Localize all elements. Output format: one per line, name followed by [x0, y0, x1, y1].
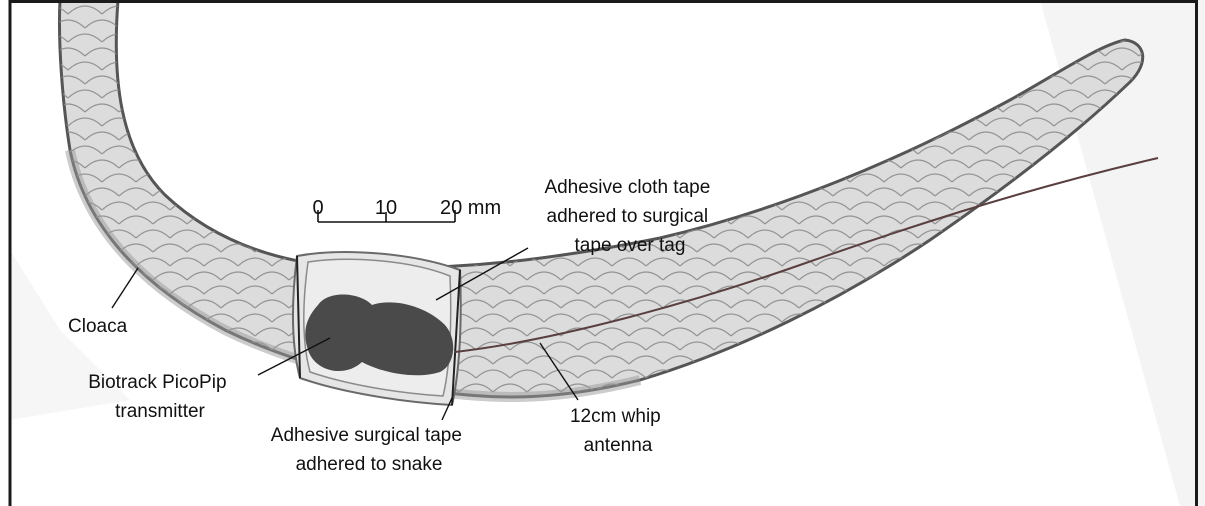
label-antenna-line-1: 12cm whip — [570, 406, 661, 427]
leader-cloaca — [112, 268, 138, 308]
scale-tick-0: 0 — [312, 197, 323, 219]
label-cloaca: Cloaca — [68, 316, 128, 337]
scale-bar: 0 10 20 mm — [312, 197, 501, 222]
label-antenna: 12cm whip antenna — [570, 406, 666, 456]
label-cloth-tape-line-3: tape over tag — [575, 235, 686, 256]
label-surgical-tape-line-1: Adhesive surgical tape — [271, 425, 462, 446]
scale-tick-20mm: 20 mm — [440, 197, 501, 219]
label-antenna-line-2: antenna — [584, 435, 653, 456]
scale-tick-10: 10 — [375, 197, 397, 219]
label-cloth-tape-line-1: Adhesive cloth tape — [544, 177, 710, 198]
label-cloth-tape-line-2: adhered to surgical — [547, 206, 709, 227]
label-transmitter-line-2: transmitter — [115, 401, 205, 422]
label-surgical-tape: Adhesive surgical tape adhered to snake — [271, 425, 467, 475]
label-transmitter-line-1: Biotrack PicoPip — [88, 372, 226, 393]
label-surgical-tape-line-2: adhered to snake — [296, 454, 443, 475]
